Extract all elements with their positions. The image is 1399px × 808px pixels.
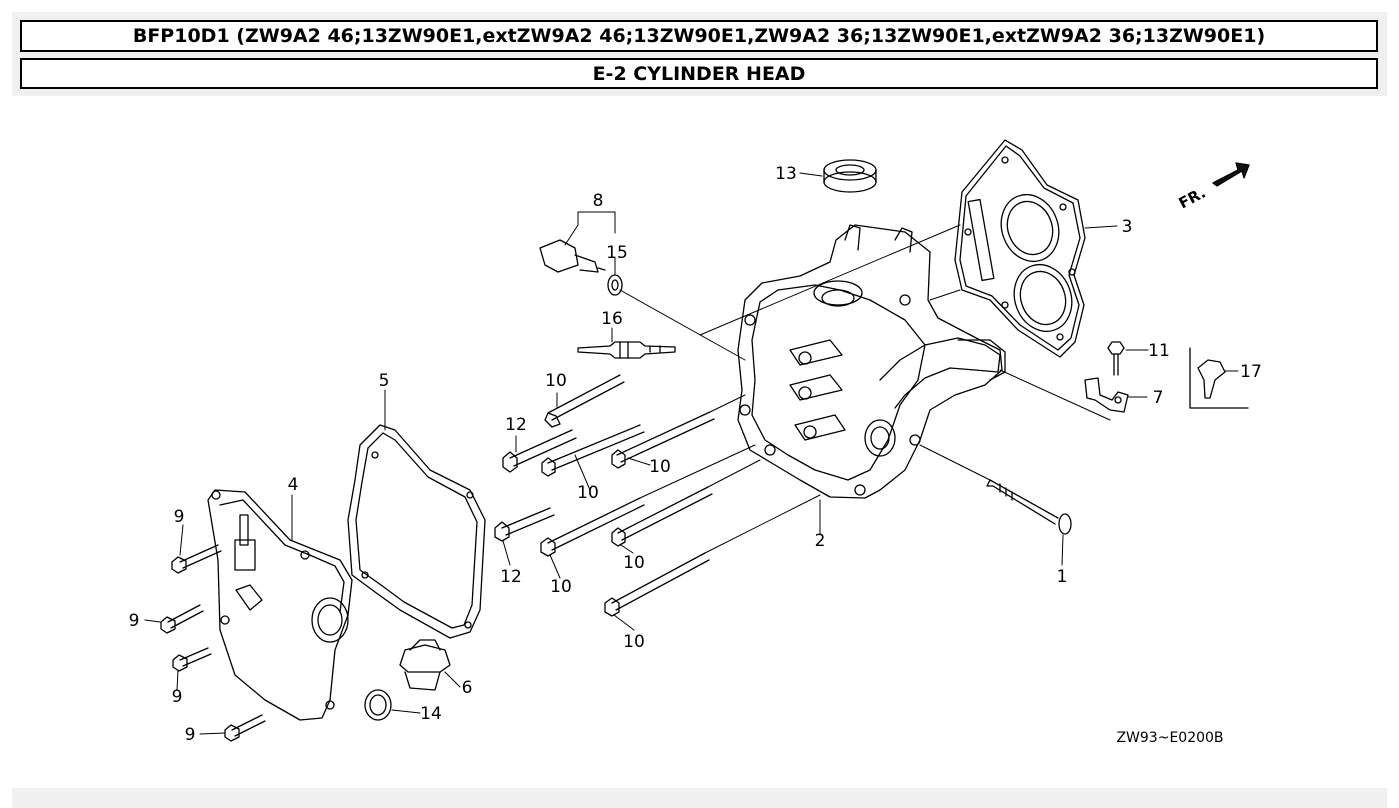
callout-14: 14 — [420, 704, 442, 724]
head-cover-part — [207, 489, 353, 721]
callout-10f: 10 — [623, 632, 645, 652]
section-title: E-2 CYLINDER HEAD — [20, 58, 1378, 89]
callout-17: 17 — [1240, 362, 1262, 382]
callout-3: 3 — [1122, 217, 1133, 237]
callout-10c: 10 — [577, 483, 599, 503]
head-bolts-group — [494, 374, 715, 617]
callout-13: 13 — [775, 164, 797, 184]
callout-6: 6 — [462, 678, 473, 698]
callout-10d: 10 — [623, 553, 645, 573]
cylinder-head-part — [737, 224, 1006, 499]
callout-leaders — [144, 172, 1239, 735]
leader-lines — [619, 224, 1111, 554]
front-arrow-icon — [1212, 162, 1250, 187]
callout-2: 2 — [815, 531, 826, 551]
callout-4: 4 — [288, 475, 299, 495]
oil-seal-part — [823, 159, 877, 193]
parts-diagram: FR. 1 2 3 4 5 6 7 8 9 9 9 9 10 10 10 10 … — [129, 139, 1262, 746]
bolt-part-1 — [986, 479, 1072, 535]
callout-9d: 9 — [185, 725, 196, 745]
head-gasket-part — [954, 139, 1086, 358]
callout-8: 8 — [593, 191, 604, 211]
cover-gasket-part — [347, 424, 486, 639]
callout-5: 5 — [379, 371, 390, 391]
callout-7: 7 — [1153, 388, 1164, 408]
spark-plug-part — [577, 341, 676, 359]
callout-12b: 12 — [500, 567, 522, 587]
callout-15: 15 — [606, 243, 628, 263]
callout-12a: 12 — [505, 415, 527, 435]
clip-part — [1189, 347, 1249, 409]
callout-11: 11 — [1148, 341, 1170, 361]
drawing-code: ZW93~E0200B — [1116, 730, 1223, 746]
callout-1: 1 — [1057, 567, 1068, 587]
model-title: BFP10D1 (ZW9A2 46;13ZW90E1,extZW9A2 46;1… — [20, 20, 1378, 52]
callout-10e: 10 — [550, 577, 572, 597]
callout-10a: 10 — [545, 371, 567, 391]
callout-9b: 9 — [129, 611, 140, 631]
small-bolt-part — [1107, 341, 1125, 376]
front-label: FR. — [1176, 184, 1209, 213]
bottom-bar — [12, 788, 1387, 808]
cover-bolts-group — [160, 544, 266, 742]
callout-10b: 10 — [649, 457, 671, 477]
callout-9c: 9 — [172, 687, 183, 707]
callout-9a: 9 — [174, 507, 185, 527]
bracket-part — [1084, 377, 1129, 413]
oil-cap-part — [364, 639, 451, 721]
callout-16: 16 — [601, 309, 623, 329]
